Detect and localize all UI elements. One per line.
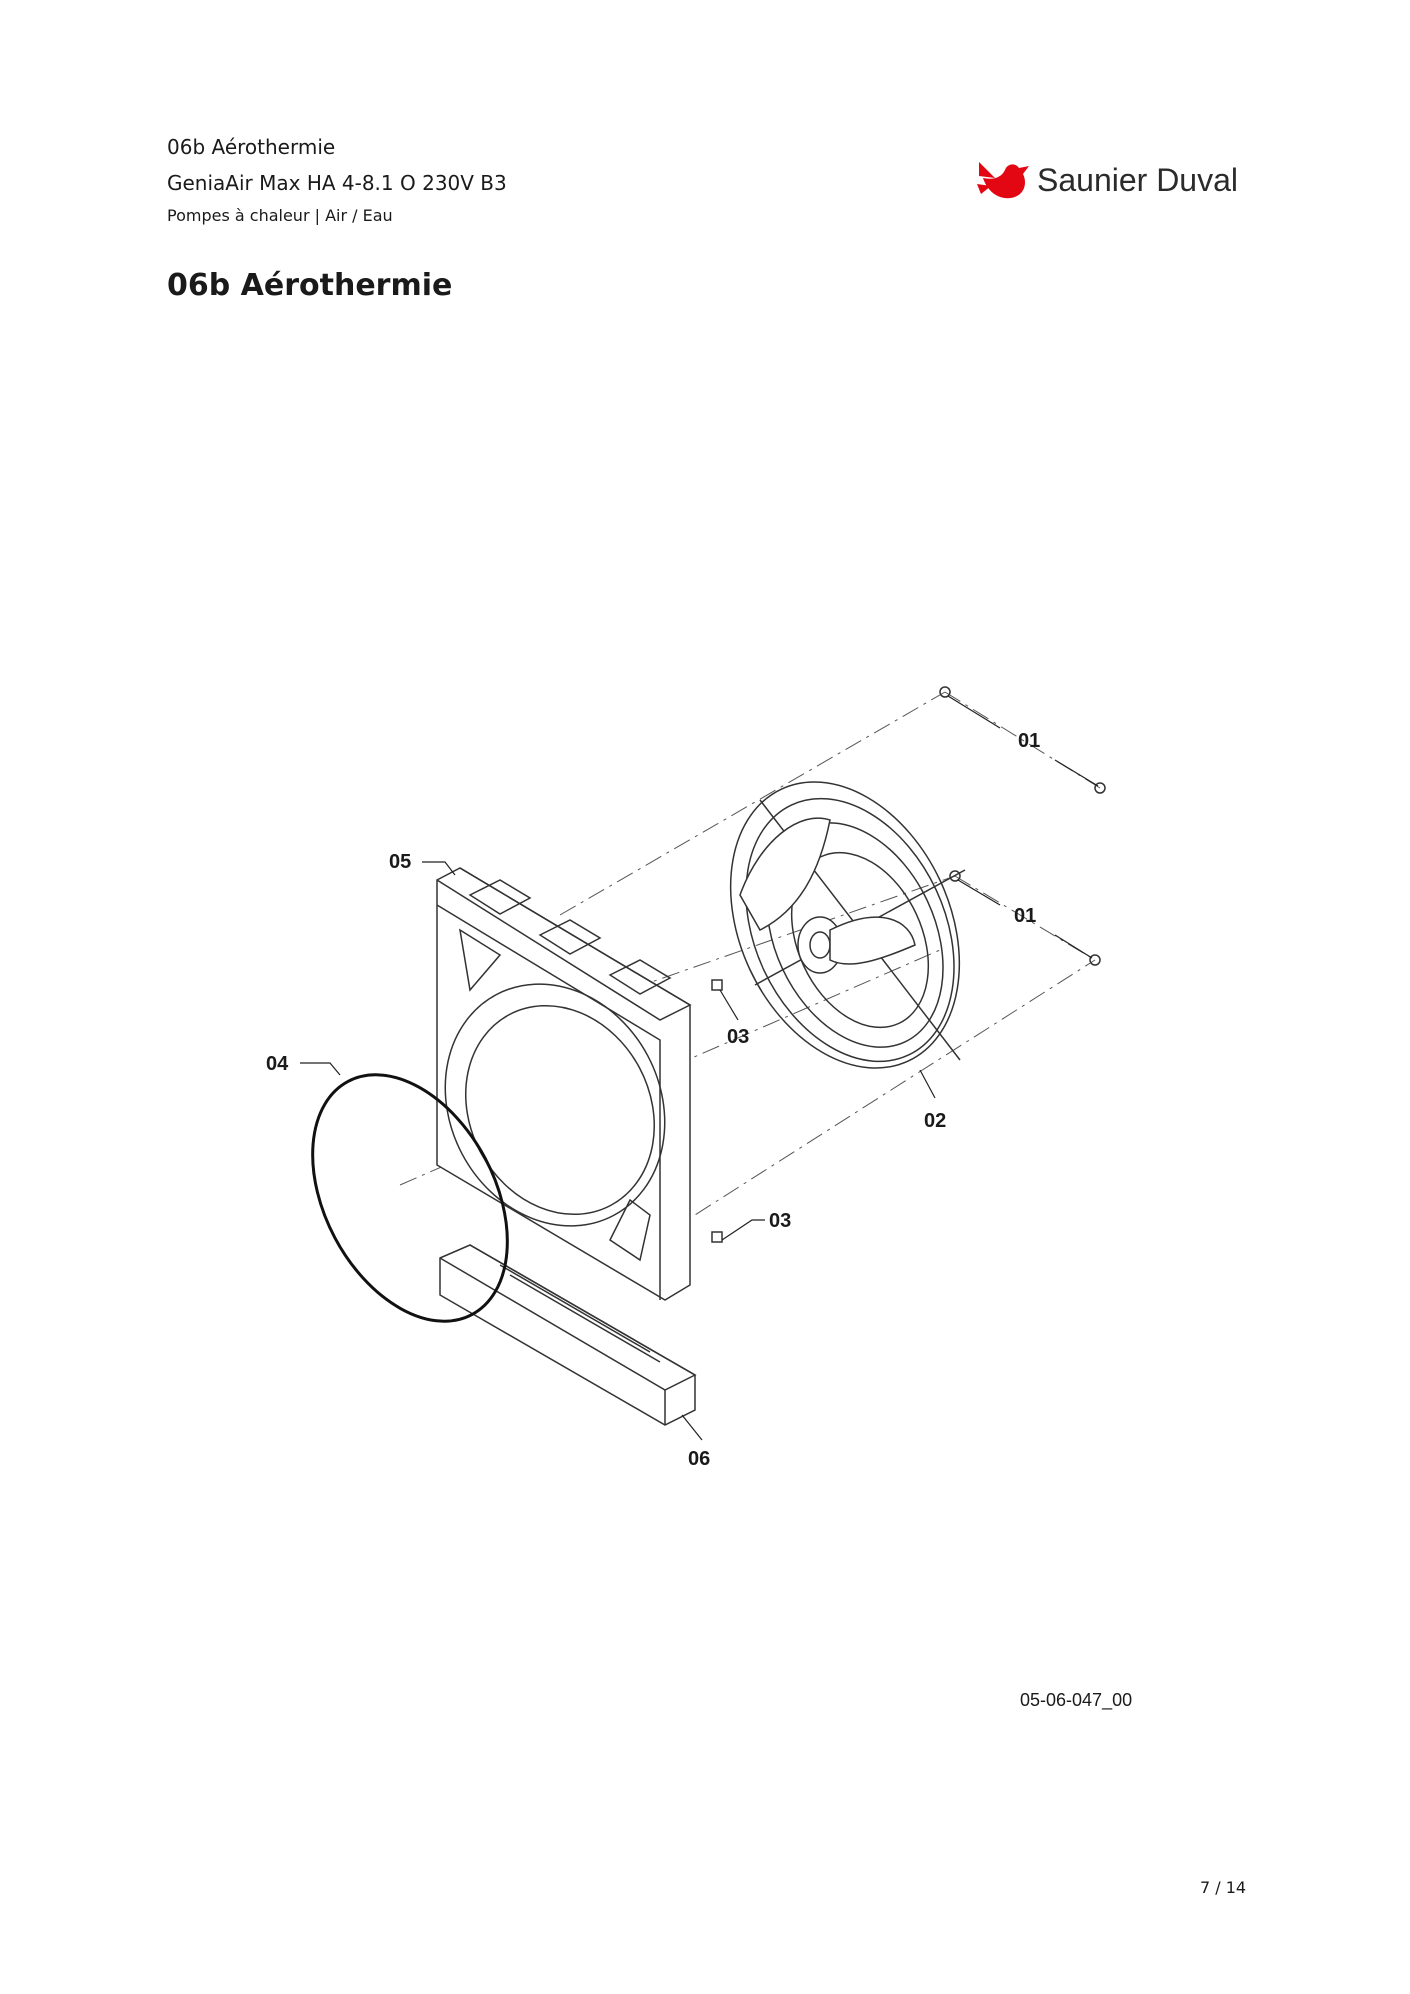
brand-logo: Saunier Duval [975,156,1255,206]
callout-seal: 04 [266,1053,289,1075]
fan-part [729,781,966,1069]
brand-name: Saunier Duval [1037,162,1238,198]
page-title: 06b Aérothermie [167,268,453,303]
callout-base: 06 [688,1448,710,1470]
header-section: 06b Aérothermie [167,135,336,159]
page-number: 7 / 14 [1200,1878,1247,1897]
callout-leaders [300,695,1099,1441]
callout-screw-top: 01 [1018,730,1040,752]
screw-parts [939,686,1106,966]
drawing-reference: 05-06-047_00 [1020,1690,1133,1710]
frame-part [436,867,692,1301]
callout-screw-mid: 01 [1014,905,1036,927]
bird-icon [977,162,1029,199]
header-product: GeniaAir Max HA 4-8.1 O 230V B3 [167,171,507,195]
callout-clip-upper: 03 [727,1026,749,1048]
callout-clip-lower: 03 [769,1210,791,1232]
clip-parts [711,979,723,1243]
base-part [439,1244,697,1426]
callout-frame: 05 [389,851,411,873]
header-category: Pompes à chaleur | Air / Eau [167,206,393,225]
callout-fan: 02 [924,1110,946,1132]
seal-ring [311,1073,509,1323]
